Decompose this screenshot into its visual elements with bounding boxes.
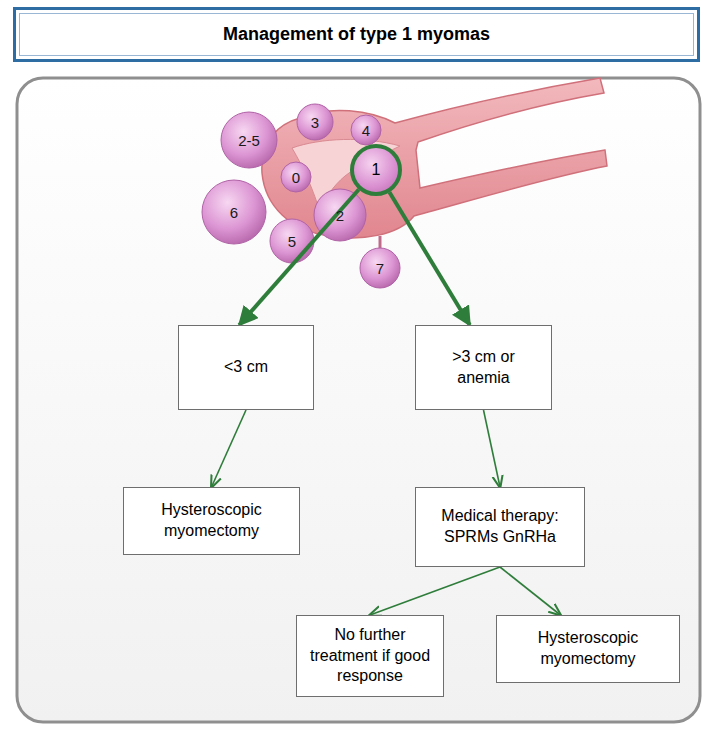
arrow-connector: [389, 192, 469, 325]
arrow-connector: [500, 567, 560, 615]
node-text: <3 cm: [224, 357, 268, 378]
arrow-connector: [239, 189, 359, 325]
arrow-connector: [484, 410, 501, 487]
panel: [17, 78, 700, 722]
callout-number: 2: [336, 207, 344, 224]
node-text: >3 cm or anemia: [424, 347, 543, 389]
callout-number: 5: [288, 233, 296, 250]
callout-circle: 1: [350, 144, 402, 196]
treatment-box: Medical therapy: SPRMs GnRHa: [415, 487, 585, 567]
node-text: No further treatment if good response: [305, 625, 435, 687]
arrow-connector: [212, 410, 247, 487]
callout-number: 7: [376, 260, 384, 277]
title-text: Management of type 1 myomas: [223, 24, 490, 45]
treatment-box: Hysteroscopic myomectomy: [123, 487, 300, 555]
myomas: [202, 104, 400, 288]
title-box: Management of type 1 myomas: [13, 7, 700, 62]
node-text: Hysteroscopic myomectomy: [132, 500, 291, 542]
treatment-box: Hysteroscopic myomectomy: [496, 615, 680, 683]
size-box: >3 cm or anemia: [415, 325, 552, 410]
callout-number: 0: [292, 169, 300, 186]
callout-number: 2-5: [238, 132, 260, 149]
arrow-connector: [370, 567, 500, 615]
callout-number: 6: [230, 204, 238, 221]
node-text: 1: [372, 160, 381, 181]
node-text: Hysteroscopic myomectomy: [505, 628, 671, 670]
callout-number: 4: [362, 122, 370, 139]
size-box: <3 cm: [178, 325, 314, 410]
callout-number: 3: [311, 114, 319, 131]
outcome-box: No further treatment if good response: [296, 615, 444, 697]
node-text: Medical therapy: SPRMs GnRHa: [424, 506, 576, 548]
